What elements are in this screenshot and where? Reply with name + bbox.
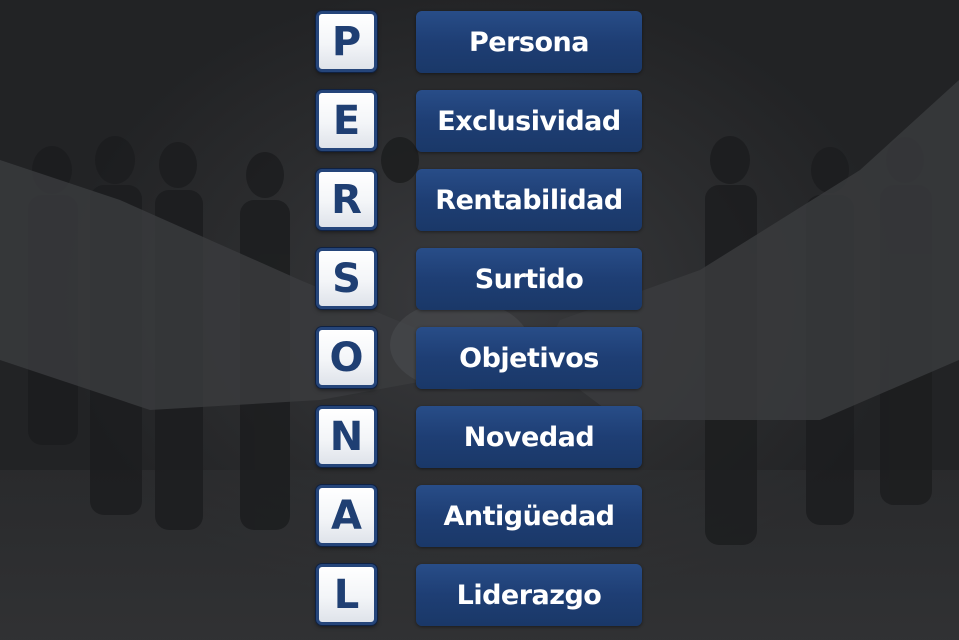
word-label: Persona — [416, 11, 642, 73]
letter-tile: L — [316, 564, 377, 625]
acronym-row: L Liderazgo — [0, 564, 959, 630]
word-label: Objetivos — [416, 327, 642, 389]
word-label: Surtido — [416, 248, 642, 310]
acronym-row: S Surtido — [0, 248, 959, 314]
letter-tile: P — [316, 11, 377, 72]
word-label: Rentabilidad — [416, 169, 642, 231]
letter-tile: A — [316, 485, 377, 546]
letter-tile: O — [316, 327, 377, 388]
word-label: Liderazgo — [416, 564, 642, 626]
acronym-row: N Novedad — [0, 406, 959, 472]
word-label: Antigüedad — [416, 485, 642, 547]
acronym-row: A Antigüedad — [0, 485, 959, 551]
acronym-row: R Rentabilidad — [0, 169, 959, 235]
letter-tile: E — [316, 90, 377, 151]
acronym-row: P Persona — [0, 11, 959, 77]
word-label: Exclusividad — [416, 90, 642, 152]
word-label: Novedad — [416, 406, 642, 468]
acronym-row: O Objetivos — [0, 327, 959, 393]
acronym-row: E Exclusividad — [0, 90, 959, 156]
letter-tile: S — [316, 248, 377, 309]
letter-tile: N — [316, 406, 377, 467]
letter-tile: R — [316, 169, 377, 230]
